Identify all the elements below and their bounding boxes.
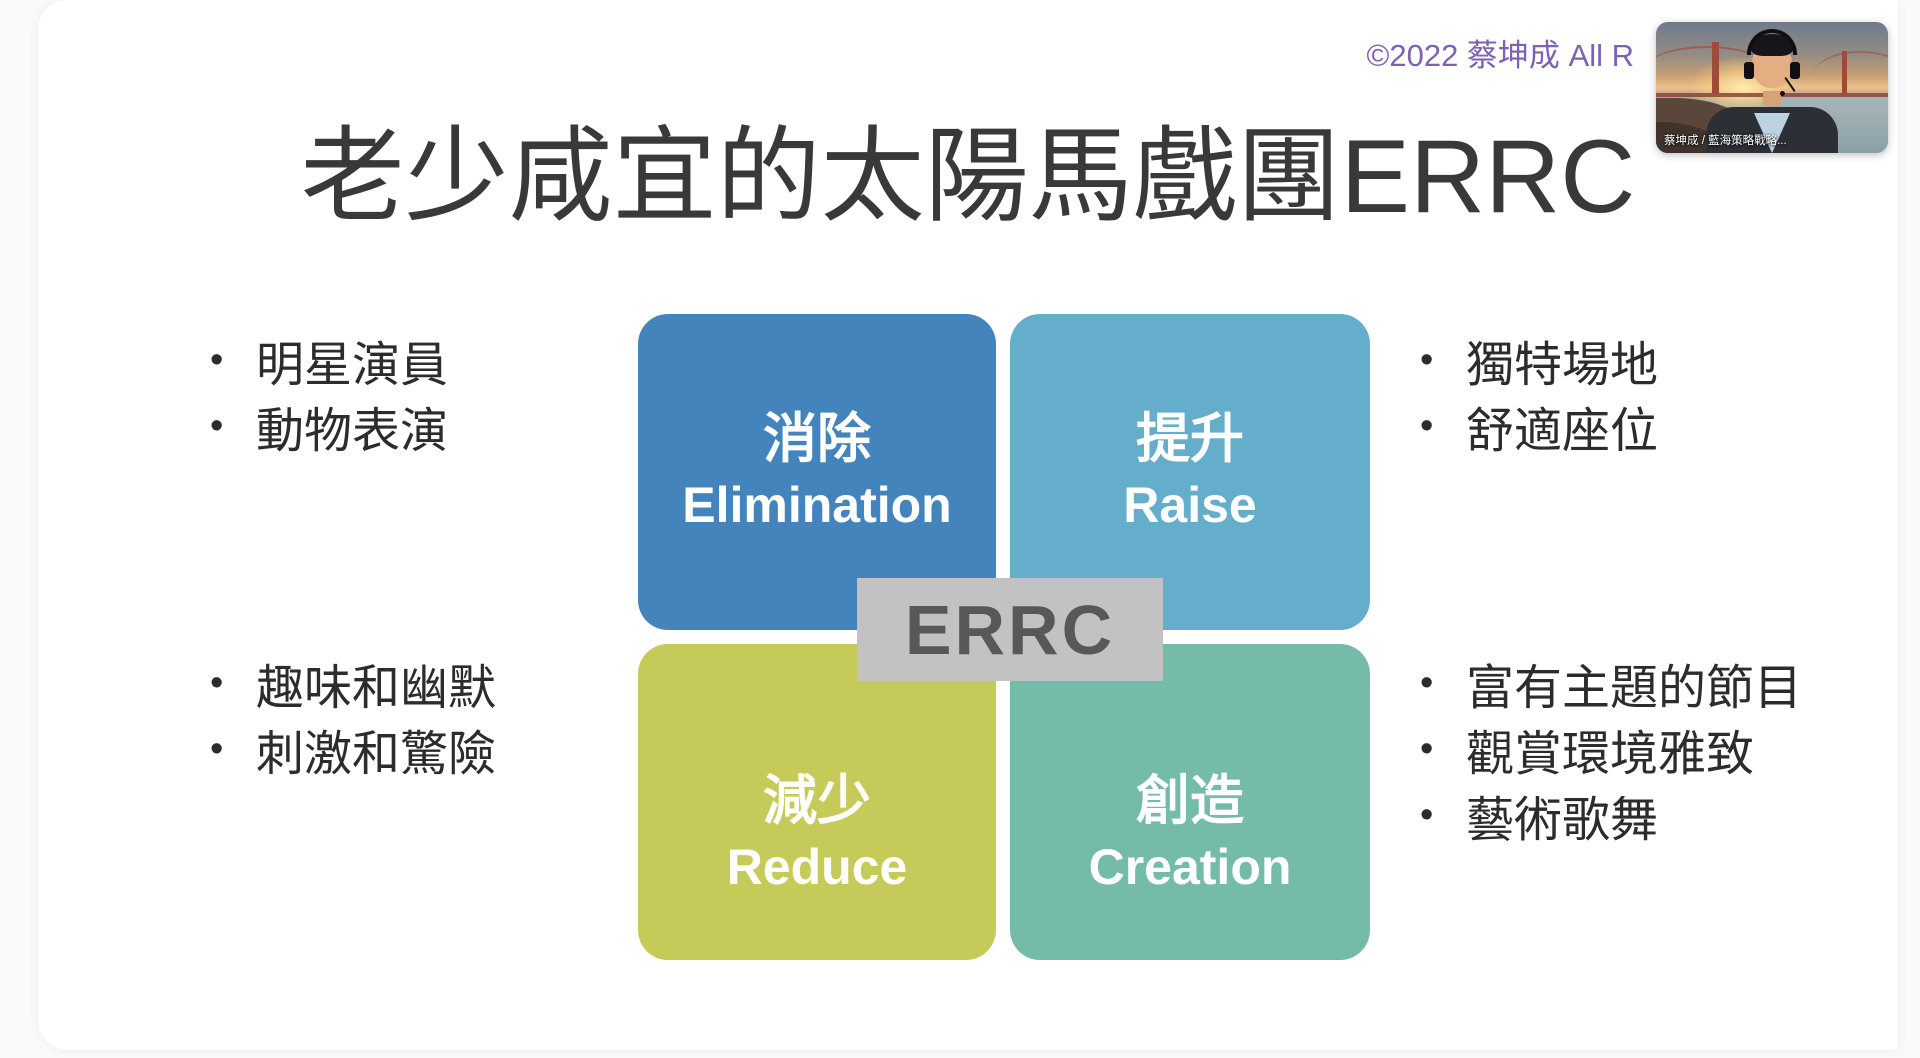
bridge-cable	[1813, 50, 1888, 98]
bullet-text: 富有主題的節目	[1466, 662, 1803, 715]
bullet-list-reduce: • 趣味和幽默 • 刺激和驚險	[210, 650, 496, 782]
quadrant-label-zh: 減少	[763, 770, 871, 831]
slide-title: 老少咸宜的太陽馬戲團ERRC	[300, 118, 1636, 235]
quadrant-reduce: 減少 Reduce	[638, 644, 996, 960]
bullet-text: 舒適座位	[1466, 405, 1659, 458]
headset-mic-icon	[1780, 91, 1785, 96]
presenter-neck	[1763, 91, 1781, 105]
quadrant-label-zh: 創造	[1136, 770, 1244, 831]
list-item: • 動物表演	[210, 393, 448, 459]
bullet-list-elimination: • 明星演員 • 動物表演	[210, 327, 448, 459]
list-item: • 刺激和驚險	[210, 716, 496, 782]
bullet-text: 趣味和幽默	[256, 662, 497, 715]
list-item: • 趣味和幽默	[210, 650, 496, 716]
bullet-icon: •	[1420, 793, 1434, 836]
bullet-icon: •	[210, 404, 224, 447]
slide-canvas: 老少咸宜的太陽馬戲團ERRC ©2022 蔡坤成 All R • 明星演員 • …	[38, 0, 1898, 1050]
quadrant-label-zh: 提升	[1136, 408, 1244, 469]
headset-earcup-icon	[1790, 62, 1800, 79]
list-item: • 藝術歌舞	[1420, 782, 1802, 848]
bullet-icon: •	[1420, 661, 1434, 704]
quadrant-creation: 創造 Creation	[1010, 644, 1370, 960]
bullet-icon: •	[1420, 404, 1434, 447]
bullet-list-raise: • 獨特場地 • 舒適座位	[1420, 327, 1658, 459]
quadrant-label-zh: 消除	[763, 408, 871, 469]
bullet-icon: •	[210, 338, 224, 381]
bullet-text: 藝術歌舞	[1466, 794, 1659, 847]
list-item: • 獨特場地	[1420, 327, 1658, 393]
bullet-icon: •	[1420, 338, 1434, 381]
bridge-tower	[1841, 50, 1847, 95]
bullet-text: 觀賞環境雅致	[1466, 728, 1755, 781]
errc-center-badge: ERRC	[857, 578, 1163, 681]
list-item: • 觀賞環境雅致	[1420, 716, 1802, 782]
quadrant-label-en: Reduce	[726, 839, 908, 896]
quadrant-elimination: 消除 Elimination	[638, 314, 996, 630]
bullet-text: 獨特場地	[1466, 339, 1659, 392]
bullet-text: 動物表演	[256, 405, 449, 458]
list-item: • 明星演員	[210, 327, 448, 393]
quadrant-label-en: Creation	[1088, 839, 1292, 896]
webcam-overlay[interactable]: 蔡坤成 / 藍海策略戰略...	[1656, 22, 1888, 153]
copyright-text: ©2022 蔡坤成 All R	[1366, 38, 1634, 73]
bullet-icon: •	[210, 661, 224, 704]
headset-earcup-icon	[1744, 62, 1754, 79]
bullet-icon: •	[1420, 727, 1434, 770]
bullet-list-creation: • 富有主題的節目 • 觀賞環境雅致 • 藝術歌舞	[1420, 650, 1802, 848]
bullet-text: 明星演員	[256, 339, 449, 392]
quadrant-label-en: Raise	[1123, 477, 1257, 534]
bullet-icon: •	[210, 727, 224, 770]
quadrant-raise: 提升 Raise	[1010, 314, 1370, 630]
list-item: • 富有主題的節目	[1420, 650, 1802, 716]
webcam-name-label: 蔡坤成 / 藍海策略戰略...	[1664, 135, 1787, 147]
quadrant-label-en: Elimination	[682, 477, 952, 534]
list-item: • 舒適座位	[1420, 393, 1658, 459]
bridge-tower	[1711, 41, 1719, 95]
bullet-text: 刺激和驚險	[256, 728, 497, 781]
